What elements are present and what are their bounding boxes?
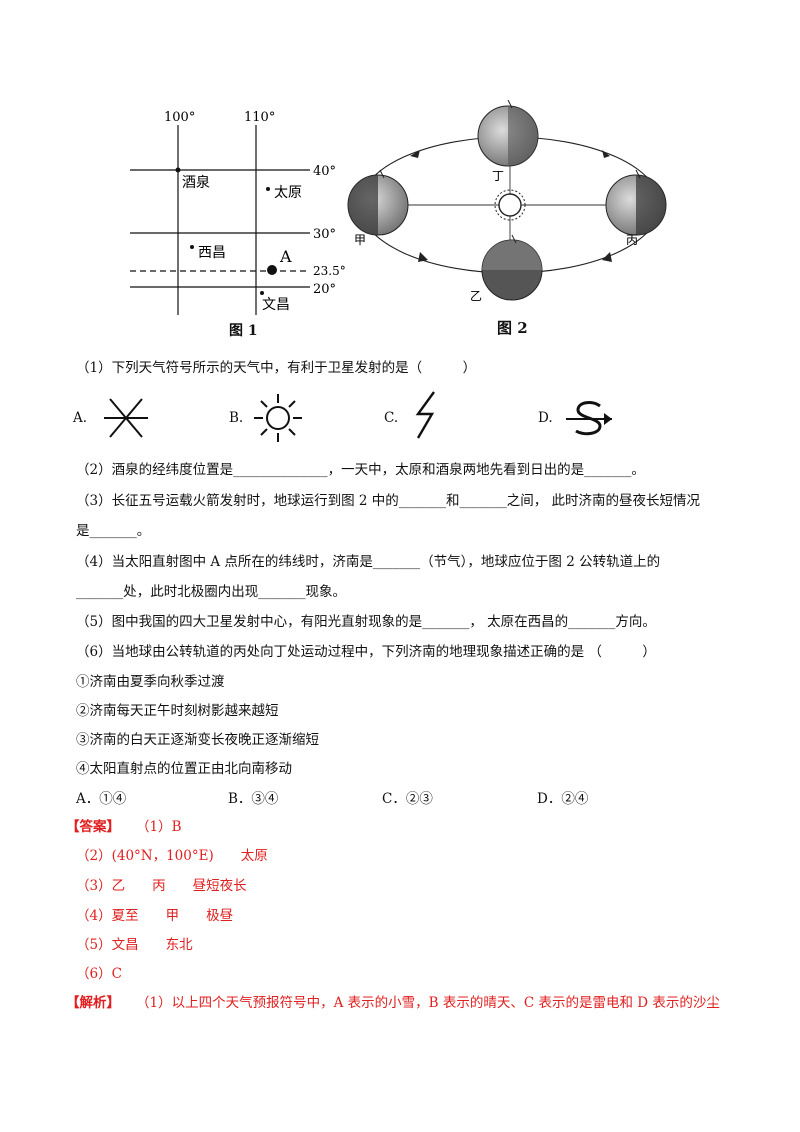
figure-1-map: 100° 110° 40° 30° 23.5° 20° 酒泉 太原 西昌 A 文…: [130, 110, 346, 315]
lat-label-40: 40°: [313, 164, 336, 179]
lat-label-23-5: 23.5°: [313, 264, 346, 278]
figure-2-caption: 图 2: [497, 319, 528, 337]
orbit-position-bing: 丙: [626, 233, 638, 247]
q6-item-1: ①济南由夏季向秋季过渡: [76, 674, 225, 690]
sunny-icon: [254, 394, 302, 442]
analysis-tag: 【解析】: [66, 995, 120, 1011]
question-5-text: （5）图中我国的四大卫星发射中心，有阳光直射现象的是_______， 太原在西昌…: [76, 614, 656, 630]
orbit-position-jia: 甲: [354, 233, 366, 247]
figure-2-orbit: 丁 甲 丙 乙: [347, 100, 667, 303]
place-wenchang: 文昌: [262, 297, 290, 313]
question-4-line2: _______处，此时北极圈内出现_______现象。: [76, 584, 346, 600]
light-snow-icon: [104, 398, 148, 438]
answer-tag: 【答案】: [66, 819, 120, 835]
lat-label-30: 30°: [313, 227, 336, 242]
q6-item-3: ③济南的白天正逐渐变长夜晚正逐渐缩短: [76, 732, 319, 748]
q1-option-a-label: A.: [73, 410, 88, 426]
answer-line-5: （5）文昌 东北: [76, 937, 193, 953]
q1-option-c-label: C.: [384, 410, 399, 426]
question-6-text: （6）当地球由公转轨道的丙处向丁处运动过程中，下列济南的地理现象描述正确的是 （…: [76, 644, 656, 660]
point-a-label: A: [279, 247, 292, 266]
lon-label-100: 100°: [164, 110, 195, 125]
answer-line-4: （4）夏至 甲 极昼: [76, 908, 234, 924]
place-taiyuan: 太原: [274, 185, 302, 201]
answer-line-6: （6）C: [76, 966, 122, 982]
figure-1-caption: 图 1: [229, 323, 258, 339]
answer-line-1: （1）B: [136, 819, 182, 835]
place-xichang: 西昌: [198, 245, 226, 261]
answer-line-2: （2）(40°N，100°E) 太原: [76, 848, 268, 864]
question-3-line1: （3）长征五号运载火箭发射时，地球运行到图 2 中的_______和______…: [76, 493, 701, 509]
q6-option-b: B．③④: [228, 791, 279, 807]
answer-line-3: （3）乙 丙 昼短夜长: [76, 878, 247, 894]
q6-option-a: A．①④: [76, 791, 127, 807]
place-jiuquan: 酒泉: [182, 174, 210, 191]
question-2-text: （2）酒泉的经纬度位置是______________，一天中，太原和酒泉两地先看…: [76, 462, 645, 478]
q6-item-4: ④太阳直射点的位置正由北向南移动: [76, 761, 292, 777]
q6-option-d: D．②④: [537, 791, 589, 807]
sandstorm-icon: [566, 401, 612, 436]
question-1-text: （1）下列天气符号所示的天气中，有利于卫星发射的是（ ）: [76, 360, 477, 376]
analysis-text: （1）以上四个天气预报符号中，A 表示的小雪，B 表示的晴天、C 表示的是雷电和…: [136, 995, 720, 1011]
question-4-line1: （4）当太阳直射图中 A 点所在的纬线时，济南是_______（节气），地球应位…: [76, 554, 661, 570]
q1-option-d-label: D.: [538, 410, 553, 426]
question-3-line2: 是_______。: [76, 523, 151, 539]
q1-option-b-label: B.: [229, 410, 244, 426]
lon-label-110: 110°: [244, 110, 275, 125]
lat-label-20: 20°: [313, 282, 336, 297]
orbit-position-yi: 乙: [470, 289, 482, 303]
q6-item-2: ②济南每天正午时刻树影越来越短: [76, 703, 279, 719]
q6-option-c: C．②③: [382, 791, 433, 807]
thunderstorm-icon: [415, 391, 435, 439]
orbit-position-ding: 丁: [492, 169, 504, 183]
